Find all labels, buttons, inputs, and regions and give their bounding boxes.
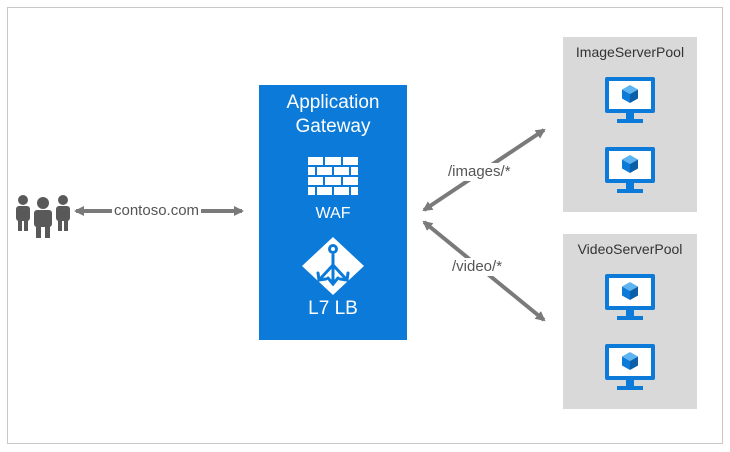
route-label-video: /video/* [450,258,505,276]
pool-label: ImageServerPool [575,44,685,60]
load-balancer-icon [302,237,364,295]
image-server-pool: ImageServerPool [563,37,697,212]
route-label-images: /images/* [446,163,513,181]
gateway-title-line2: Gateway [295,116,371,137]
virtual-machine-icon [605,344,655,390]
pool-label: VideoServerPool [577,241,683,257]
virtual-machine-icon [605,77,655,123]
waf-label: WAF [315,205,351,222]
virtual-machine-icon [605,147,655,193]
firewall-icon [308,157,358,195]
l7-lb-label: L7 LB [308,298,358,319]
users-icon [16,195,70,238]
gateway-title: Application Gateway [259,91,407,139]
client-connection-label: contoso.com [112,202,202,220]
virtual-machine-icon [605,274,655,320]
video-server-pool: VideoServerPool [563,234,697,409]
gateway-title-line1: Application [286,92,380,113]
application-gateway-box: Application Gateway WAF [259,85,407,340]
